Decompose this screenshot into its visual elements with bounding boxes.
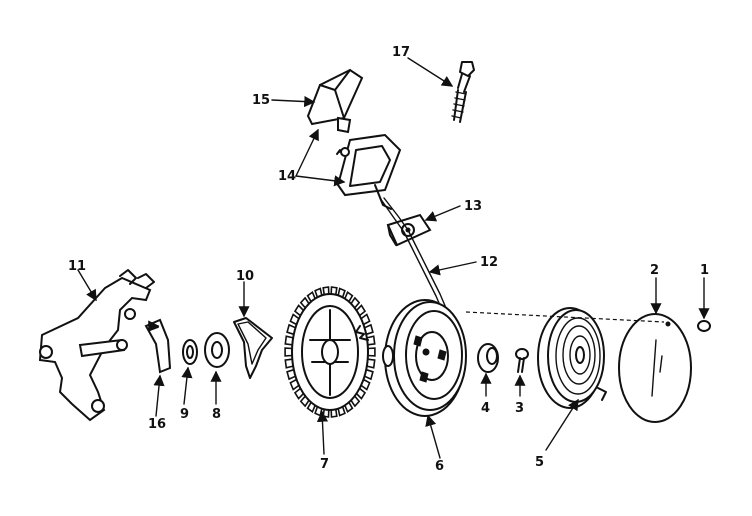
callout-2: 2 bbox=[650, 263, 659, 278]
part-14-handle-bracket bbox=[336, 133, 402, 210]
callout-4: 4 bbox=[481, 401, 490, 416]
callout-6: 6 bbox=[435, 459, 444, 474]
callout-15: 15 bbox=[252, 93, 270, 108]
part-12-rope bbox=[379, 197, 447, 311]
part-1-rivet bbox=[697, 320, 711, 332]
callout-17: 17 bbox=[392, 45, 410, 60]
part-13-rope-guide bbox=[386, 213, 432, 247]
callout-1: 1 bbox=[700, 263, 709, 278]
part-7-gear bbox=[284, 286, 376, 418]
part-4-collar bbox=[477, 343, 499, 373]
callout-7: 7 bbox=[320, 457, 329, 472]
callout-5: 5 bbox=[535, 455, 544, 470]
part-8-washer bbox=[204, 332, 230, 368]
callout-10: 10 bbox=[236, 269, 254, 284]
callout-labels: 1 2 3 4 5 6 7 8 9 10 11 12 13 14 15 16 1… bbox=[68, 45, 709, 474]
part-6-pulley bbox=[355, 299, 467, 417]
callout-8: 8 bbox=[212, 407, 221, 422]
part-11-bracket bbox=[38, 269, 155, 422]
part-10-wire-spring bbox=[233, 317, 273, 379]
part-15-handle-grip bbox=[306, 68, 364, 134]
callout-9: 9 bbox=[180, 407, 189, 422]
assembly-axis-line bbox=[465, 311, 665, 323]
part-17-screw bbox=[451, 61, 475, 123]
callout-13: 13 bbox=[464, 199, 482, 214]
callout-11: 11 bbox=[68, 259, 86, 274]
part-5-spring-housing bbox=[537, 307, 607, 409]
callout-16: 16 bbox=[148, 417, 166, 432]
part-16-clip bbox=[144, 318, 172, 374]
leader-lines bbox=[77, 57, 710, 459]
callout-12: 12 bbox=[480, 255, 498, 270]
callout-14: 14 bbox=[278, 169, 296, 184]
callout-3: 3 bbox=[515, 401, 524, 416]
part-3-screw bbox=[515, 348, 529, 373]
part-9-ring bbox=[182, 339, 198, 365]
part-2-cover bbox=[618, 313, 692, 423]
